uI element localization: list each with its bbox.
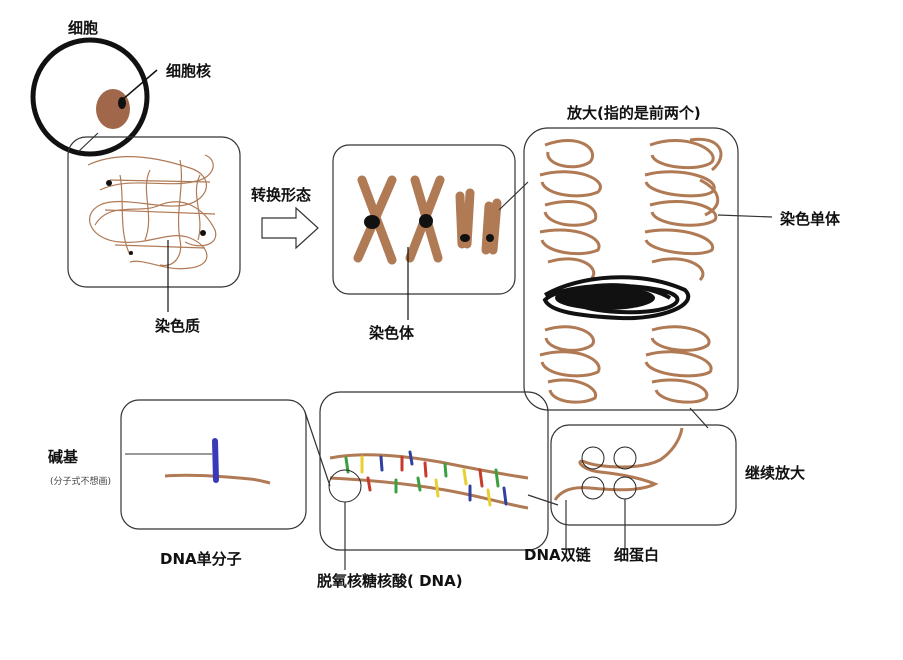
- backbone-strand: [164, 473, 271, 485]
- base-label: 碱基: [48, 448, 79, 466]
- histone-circle: [581, 476, 605, 500]
- chromatin-connector: [77, 132, 99, 153]
- protein-label: 细蛋白: [614, 546, 660, 564]
- nucleus-label: 细胞核: [166, 62, 212, 80]
- magnify-label: 放大(指的是前两个): [567, 104, 701, 122]
- nucleolus-dot: [118, 97, 126, 109]
- nucleus-pointer: [121, 69, 158, 101]
- centromere-fill: [555, 286, 655, 310]
- magnified-panel: [523, 127, 739, 411]
- histone-circle: [613, 446, 637, 470]
- centromere: [364, 215, 380, 229]
- nucleus-shape: [96, 89, 130, 129]
- chromatid-label: 染色单体: [780, 210, 841, 228]
- dna-helix: [329, 450, 529, 510]
- chromatid-pointer: [717, 214, 773, 218]
- centromere: [419, 214, 433, 228]
- chromosome-label: 染色体: [369, 324, 415, 342]
- magnify-connector: [498, 181, 529, 211]
- helix-connector: [527, 494, 559, 506]
- chromatin-label: 染色质: [155, 317, 201, 335]
- nucleotide-circle: [328, 469, 362, 503]
- dna-single-connector: [304, 411, 331, 487]
- histone-circle: [581, 446, 605, 470]
- cell-label: 细胞: [68, 19, 99, 37]
- dna-single-panel: [120, 399, 307, 530]
- chromatin-panel: [67, 136, 241, 288]
- chromatin-dot: [129, 251, 133, 255]
- cell-circle: [30, 37, 150, 157]
- dna-fiber: [553, 427, 684, 501]
- dna-single-label: DNA单分子: [160, 550, 242, 568]
- dna-double-label: DNA双链: [524, 546, 591, 564]
- base-stick: [212, 438, 219, 483]
- chromosome-panel: [332, 144, 516, 295]
- continue-magnify-label: 继续放大: [745, 464, 806, 482]
- dna-helix-panel: [319, 391, 549, 551]
- chromatin-scribble: [87, 154, 217, 270]
- transform-arrow: [261, 206, 319, 250]
- base-note: (分子式不想画): [50, 477, 112, 487]
- dna-full-label: 脱氧核糖核酸( DNA): [317, 572, 463, 590]
- nucleosome-panel: [550, 424, 737, 526]
- chromatid-coils: [539, 137, 723, 404]
- centromere: [460, 234, 470, 242]
- chromatin-dot: [106, 180, 112, 186]
- centromere: [486, 234, 494, 242]
- chromatin-dot: [200, 230, 206, 236]
- transform-label: 转换形态: [251, 186, 312, 204]
